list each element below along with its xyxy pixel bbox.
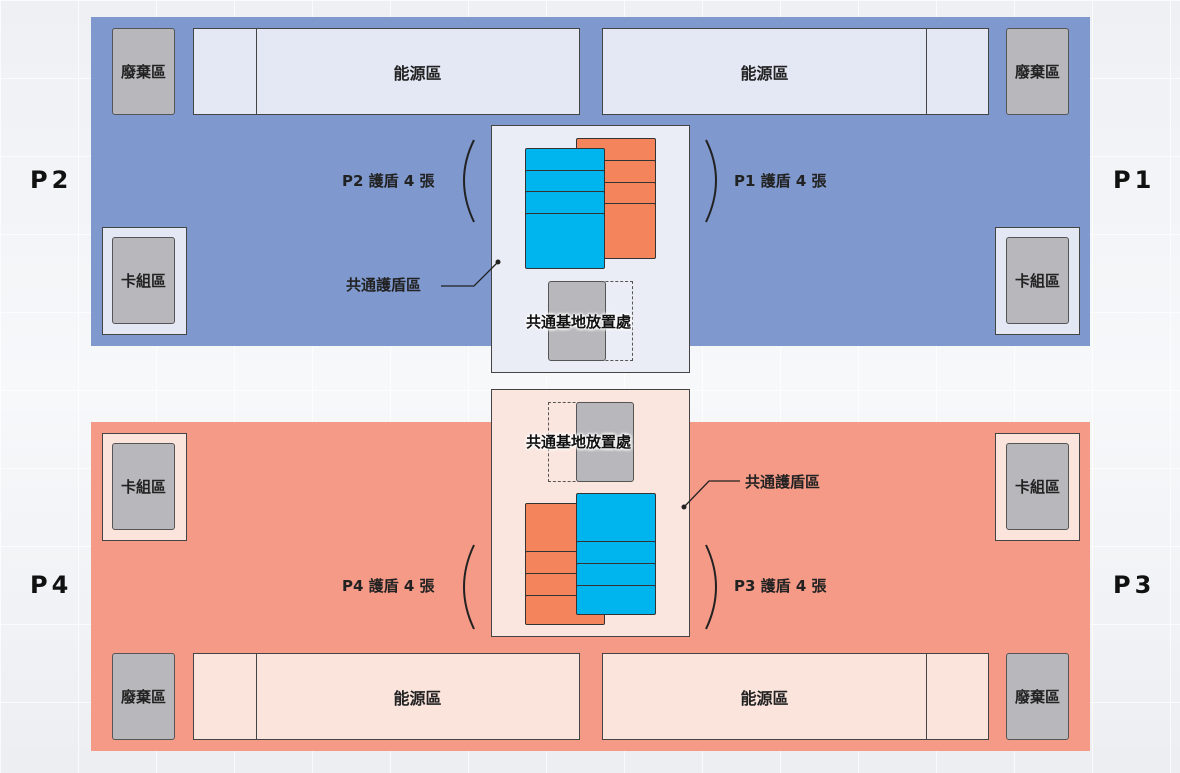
energy-divider — [256, 654, 257, 739]
bottom-common-base-label: 共通基地放置處 — [526, 433, 632, 451]
player-label-p2: P2 — [30, 166, 73, 194]
top-common-base-label: 共通基地放置處 — [526, 313, 632, 331]
p2-energy-zone[interactable]: 能源區 — [193, 28, 580, 115]
p4-energy-zone[interactable]: 能源區 — [193, 653, 580, 740]
p3-shield-label: P3 護盾 4 張 — [734, 577, 827, 595]
energy-divider — [926, 29, 927, 114]
p3-shield-card — [576, 493, 656, 549]
p4-shield-label: P4 護盾 4 張 — [342, 577, 435, 595]
energy-divider — [256, 29, 257, 114]
player-label-p3: P3 — [1113, 571, 1156, 599]
bottom-common-base-slot[interactable] — [576, 402, 634, 482]
p2-deck-zone[interactable]: 卡組區 — [112, 237, 175, 324]
energy-zone-label: 能源區 — [740, 63, 789, 83]
energy-zone-label: 能源區 — [393, 688, 442, 708]
p1-deck-zone[interactable]: 卡組區 — [1006, 237, 1069, 324]
energy-divider — [926, 654, 927, 739]
player-label-p4: P4 — [30, 571, 73, 599]
energy-zone-label: 能源區 — [393, 63, 442, 83]
p3-discard-zone[interactable]: 廢棄區 — [1006, 653, 1069, 740]
p1-shield-label: P1 護盾 4 張 — [734, 172, 827, 190]
p2-discard-zone[interactable]: 廢棄區 — [112, 28, 175, 115]
p4-discard-zone[interactable]: 廢棄區 — [112, 653, 175, 740]
top-common-base-slot[interactable] — [548, 281, 606, 361]
energy-zone-label: 能源區 — [740, 688, 789, 708]
p3-energy-zone[interactable]: 能源區 — [602, 653, 989, 740]
p3-deck-zone[interactable]: 卡組區 — [1006, 443, 1069, 530]
p2-shield-card — [525, 213, 605, 269]
p1-discard-zone[interactable]: 廢棄區 — [1006, 28, 1069, 115]
top-common-shield-label: 共通護盾區 — [346, 276, 422, 294]
p3-shield-card — [576, 585, 656, 615]
p2-shield-label: P2 護盾 4 張 — [342, 172, 435, 190]
p4-deck-zone[interactable]: 卡組區 — [112, 443, 175, 530]
bottom-common-shield-label: 共通護盾區 — [745, 473, 821, 491]
player-label-p1: P1 — [1113, 166, 1156, 194]
p1-energy-zone[interactable]: 能源區 — [602, 28, 989, 115]
